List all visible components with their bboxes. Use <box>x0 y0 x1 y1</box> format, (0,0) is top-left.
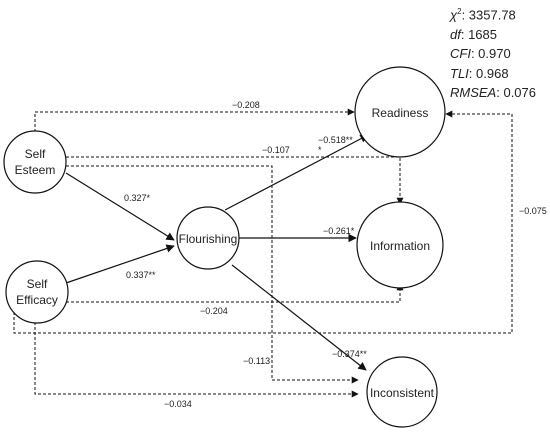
fit-chi2-sup: 2 <box>457 7 462 16</box>
coef-fl-readiness-extra: * <box>318 145 322 155</box>
fit-cfi-label: CFI <box>450 46 471 62</box>
coef-sf-readiness: −0.075 <box>519 206 547 216</box>
coef-sf-flourishing: 0.337** <box>126 270 156 280</box>
edge-se-inconsistent <box>66 165 359 384</box>
edge-fl-readiness <box>224 134 369 211</box>
label-self-esteem-line2: Esteem <box>15 163 56 177</box>
fit-statistics: χ2: 3357.78 df: 1685 CFI: 0.970 TLI: 0.9… <box>450 2 536 103</box>
node-self-esteem <box>3 130 67 194</box>
edge-sf-flourishing <box>65 244 175 284</box>
node-flourishing <box>176 206 240 270</box>
node-readiness <box>354 66 446 158</box>
coef-se-flourishing: 0.327* <box>124 193 151 203</box>
coef-fl-readiness: −0.518** <box>318 135 353 145</box>
edge-se-readiness <box>34 108 355 132</box>
fit-cfi: CFI: 0.970 <box>450 44 536 64</box>
coef-sf-inconsistent: −0.034 <box>164 399 192 409</box>
coef-se-information: −0.107 <box>262 145 290 155</box>
label-inconsistent: Inconsistent <box>370 386 435 400</box>
fit-df: df: 1685 <box>450 25 536 45</box>
edge-se-flourishing <box>65 172 175 241</box>
fit-df-value: : 1685 <box>460 26 497 42</box>
node-inconsistent <box>366 356 438 428</box>
fit-rmsea-value: : 0.076 <box>496 85 536 101</box>
label-readiness: Readiness <box>372 106 429 120</box>
fit-chi2-label: χ <box>450 7 458 23</box>
label-self-efficacy-line1: Self <box>27 277 48 291</box>
coef-se-inconsistent: −0.113 <box>243 356 270 366</box>
fit-chi2-value: : 3357.78 <box>461 7 516 23</box>
fit-rmsea: RMSEA: 0.076 <box>450 83 536 103</box>
coef-fl-inconsistent: −0.374** <box>332 349 367 359</box>
fit-tli-value: : 0.968 <box>468 65 509 81</box>
edge-fl-inconsistent <box>231 264 367 371</box>
fit-cfi-value: : 0.970 <box>470 46 511 62</box>
fit-chi2: χ2: 3357.78 <box>450 2 536 25</box>
fit-tli: TLI: 0.968 <box>450 64 536 84</box>
label-information: Information <box>370 239 430 253</box>
coef-fl-information: −0.261* <box>323 226 355 236</box>
edge-sf-inconsistent <box>34 322 359 398</box>
node-self-efficacy <box>5 260 69 324</box>
node-information <box>356 201 444 289</box>
edge-se-information <box>66 156 404 205</box>
coef-se-readiness: −0.208 <box>232 100 260 110</box>
label-self-efficacy-line2: Efficacy <box>16 293 58 307</box>
edge-sf-information <box>66 283 404 303</box>
label-self-esteem-line1: Self <box>25 147 46 161</box>
edge-sf-readiness <box>13 110 513 334</box>
label-flourishing: Flourishing <box>179 232 238 246</box>
fit-rmsea-label: RMSEA <box>450 85 497 101</box>
coef-sf-information: −0.204 <box>200 306 228 316</box>
fit-df-label: df <box>450 26 461 42</box>
fit-tli-label: TLI <box>450 65 469 81</box>
